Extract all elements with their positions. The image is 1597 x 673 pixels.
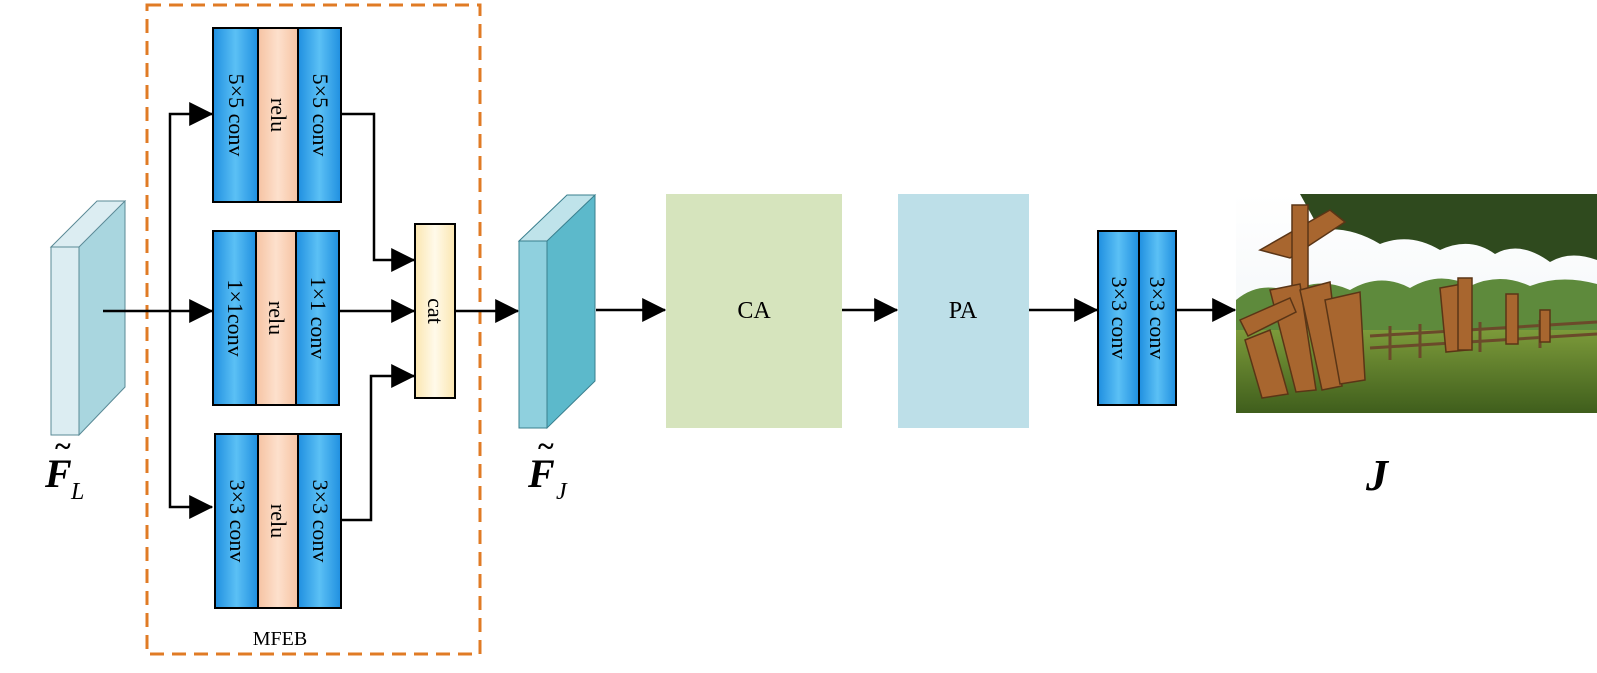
conv-label: 5×5 conv — [224, 74, 249, 157]
conv-label: 3×3 conv — [1145, 277, 1170, 360]
pa-label: PA — [949, 298, 978, 324]
output-image — [1236, 194, 1597, 413]
merge-lines — [339, 112, 416, 522]
conv-label: 3×3 conv — [308, 480, 333, 563]
conv-block — [1138, 230, 1177, 406]
mid-tensor-label: F ~ J — [527, 430, 568, 505]
conv-label: 1×1 conv — [306, 277, 331, 360]
conv-block — [295, 230, 340, 406]
relu-block — [257, 27, 299, 203]
ca-label: CA — [737, 298, 771, 324]
conv-block — [212, 230, 257, 406]
svg-text:~: ~ — [54, 430, 71, 463]
svg-text:F: F — [527, 451, 555, 496]
relu-block — [257, 433, 299, 609]
mfeb-dashed-box — [145, 3, 482, 656]
conv-label: 3×3 conv — [225, 480, 250, 563]
conv-label: 3×3 conv — [1107, 277, 1132, 360]
cat-label: cat — [423, 298, 448, 324]
svg-text:F: F — [44, 451, 72, 496]
relu-label: relu — [264, 301, 289, 335]
conv-label: 5×5 conv — [308, 74, 333, 157]
conv-label: 1×1conv — [223, 279, 248, 356]
mid-tensor — [517, 194, 597, 430]
splitter-lines — [103, 102, 214, 519]
relu-label: relu — [266, 98, 291, 132]
input-tensor-label: F ~ L — [44, 430, 84, 505]
svg-text:L: L — [70, 479, 84, 505]
svg-text:~: ~ — [537, 430, 554, 463]
cat-block — [414, 223, 456, 399]
output-label: J — [1365, 451, 1390, 500]
ca-block — [666, 194, 842, 428]
branch-3x3: 3×3 conv relu 3×3 conv — [214, 433, 342, 609]
pa-block — [898, 194, 1029, 428]
mfeb-label: MFEB — [253, 628, 307, 650]
input-tensor — [49, 200, 127, 437]
branch-5x5: 5×5 conv relu 5×5 conv — [212, 27, 342, 203]
svg-text:J: J — [556, 479, 568, 505]
relu-label: relu — [266, 504, 291, 538]
final-conv: 3×3 conv 3×3 conv — [1097, 230, 1177, 406]
branch-1x1: 1×1conv relu 1×1 conv — [212, 230, 340, 406]
